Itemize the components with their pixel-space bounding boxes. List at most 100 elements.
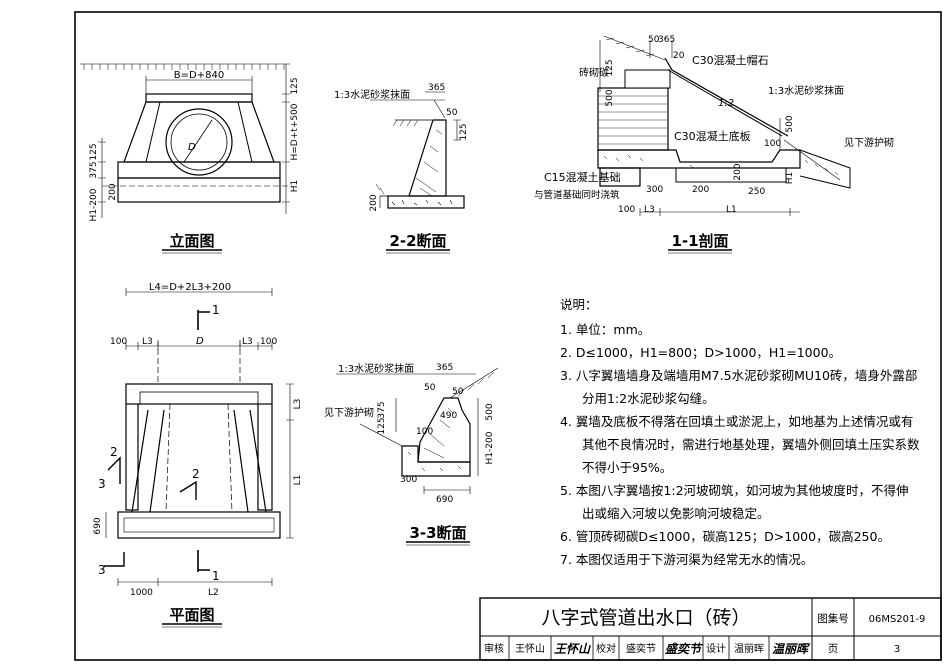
section-11-h1: H1	[785, 172, 795, 185]
review-label: 审核	[484, 642, 504, 655]
elevation-title: 立面图	[169, 232, 214, 250]
elevation-view	[80, 63, 292, 218]
section-33-300: 300	[400, 475, 417, 485]
section-22-365: 365	[428, 83, 445, 93]
plan-l3-right: L3	[242, 337, 253, 347]
section-11-500b: 500	[785, 115, 795, 132]
plan-d: D	[196, 336, 204, 347]
section-11-200b: 200	[692, 185, 709, 195]
section-11-mortar: 1:3水泥砂浆抹面	[768, 84, 844, 97]
section-33-490: 490	[440, 411, 457, 421]
section-11-365: 365	[658, 35, 675, 45]
elev-right-h1: H1	[290, 180, 300, 193]
section-22-mortar: 1:3水泥砂浆抹面	[334, 88, 410, 101]
section-11-125: 125	[605, 59, 615, 76]
plan-cut-3-bottom: 3	[98, 563, 106, 577]
section-33-365: 365	[436, 363, 453, 373]
designer-signature: 温丽晖	[772, 642, 810, 656]
check-label: 校对	[596, 642, 616, 655]
plan-100-right: 100	[260, 337, 277, 347]
atlas-no: 06MS201-9	[869, 614, 926, 625]
note-item: 2. D≤1000，H1=800；D>1000，H1=1000。	[560, 345, 842, 360]
section-22-125: 125	[459, 123, 469, 140]
note-item: 7. 本图仅适用于下游河渠为经常无水的情况。	[560, 552, 814, 567]
checker-name: 盛奕节	[626, 642, 656, 655]
plan-cut-2-right: 2	[192, 467, 200, 481]
plan-cut-3-top: 3	[98, 477, 106, 491]
note-item: 3. 八字翼墙墙身及端墙用M7.5水泥砂浆砌MU10砖，墙身外露部分用1:2水泥…	[560, 368, 918, 406]
section-33-125: 125	[377, 417, 387, 434]
section-22-50: 50	[446, 108, 458, 118]
note-item: 5. 本图八字翼墙按1:2河坡砌筑，如河坡为其他坡度时，不得伸出或缩入河坡以免影…	[560, 483, 909, 521]
elev-left-200: 200	[108, 183, 118, 200]
section-11-foundation: C15混凝土基础	[544, 170, 621, 184]
note-item: 6. 管顶砖砌碳D≤1000，碳高125；D>1000，碳高250。	[560, 529, 890, 544]
section-11-concrete-cap: C30混凝土帽石	[692, 53, 769, 67]
section-22-title: 2-2断面	[389, 232, 446, 250]
section-11-title: 1-1剖面	[671, 232, 728, 250]
section-11-l1: L1	[726, 205, 737, 215]
section-33-375: 375	[377, 401, 387, 418]
elev-top-width-dim: B=D+840	[174, 70, 224, 81]
plan-top-dim: L4=D+2L3+200	[149, 282, 231, 293]
section-11-20: 20	[673, 51, 685, 61]
section-33-h1: H1-200	[485, 431, 495, 464]
elev-right-125: 125	[290, 77, 300, 94]
plan-left-690: 690	[93, 517, 103, 534]
section-33-100: 100	[416, 427, 433, 437]
page-label: 页	[828, 643, 839, 655]
plan-bottom-1000: 1000	[130, 588, 153, 598]
section-11-100: 100	[764, 139, 781, 149]
section-11-base-slab: C30混凝土底板	[674, 129, 751, 143]
atlas-no-label: 图集号	[817, 612, 849, 625]
drawing-title: 八字式管道出水口（砖）	[541, 607, 750, 629]
elev-left-125: 125	[89, 143, 99, 160]
section-1-1-view	[597, 35, 851, 216]
section-33-see-protection: 见下游护砌	[324, 406, 374, 419]
note-item: 4. 翼墙及底板不得落在回填土或淤泥上，如地基为上述情况或有其他不良情况时，需进…	[560, 414, 920, 475]
title-block	[479, 597, 942, 661]
section-33-690: 690	[436, 495, 453, 505]
plan-right-l1: L1	[293, 475, 303, 486]
section-11-see-protection: 见下游护砌	[844, 136, 894, 149]
section-33-mortar: 1:3水泥砂浆抹面	[338, 362, 414, 375]
elev-d-symbol: D	[188, 142, 196, 153]
section-11-slope: 1:2	[718, 98, 734, 109]
plan-l3-left: L3	[142, 337, 153, 347]
section-11-200: 200	[733, 163, 743, 180]
designer-name: 温丽晖	[734, 643, 764, 655]
section-11-300: 300	[646, 185, 663, 195]
page-number: 3	[894, 644, 900, 655]
section-33-50: 50	[424, 383, 436, 393]
reviewer-name: 王怀山	[515, 643, 545, 655]
section-33-50b: 50	[452, 387, 464, 397]
plan-100-left: 100	[110, 337, 127, 347]
plan-view	[104, 288, 294, 586]
section-33-title: 3-3断面	[409, 524, 466, 542]
section-11-50: 50	[648, 35, 660, 45]
design-label: 设计	[706, 642, 726, 655]
elev-left-h1: H1-200	[89, 188, 99, 221]
plan-bottom-l2: L2	[208, 588, 219, 598]
plan-title: 平面图	[169, 606, 214, 624]
elev-right-h: H=D+t+500	[290, 103, 300, 160]
plan-cut-2-left: 2	[110, 445, 118, 459]
section-11-500: 500	[605, 89, 615, 106]
reviewer-signature: 王怀山	[554, 642, 591, 656]
plan-right-l3: L3	[293, 399, 303, 410]
elev-left-375: 375	[89, 161, 99, 178]
section-11-foundation-note: 与管道基础同时浇筑	[534, 189, 620, 201]
notes-heading: 说明：	[560, 297, 598, 312]
plan-cut-1-bottom: 1	[212, 569, 220, 583]
notes-block: 说明： 1. 单位：mm。 2. D≤1000，H1=800；D>1000，H1…	[560, 293, 920, 571]
section-11-l3: L3	[644, 205, 655, 215]
plan-cut-1-top: 1	[212, 303, 220, 317]
section-33-500: 500	[485, 403, 495, 420]
checker-signature: 盛奕节	[665, 642, 703, 656]
section-2-2-view	[370, 91, 465, 209]
section-22-200: 200	[369, 194, 379, 211]
section-11-250: 250	[748, 187, 765, 197]
section-11-brick-cap: 砖砌碳	[579, 66, 609, 79]
